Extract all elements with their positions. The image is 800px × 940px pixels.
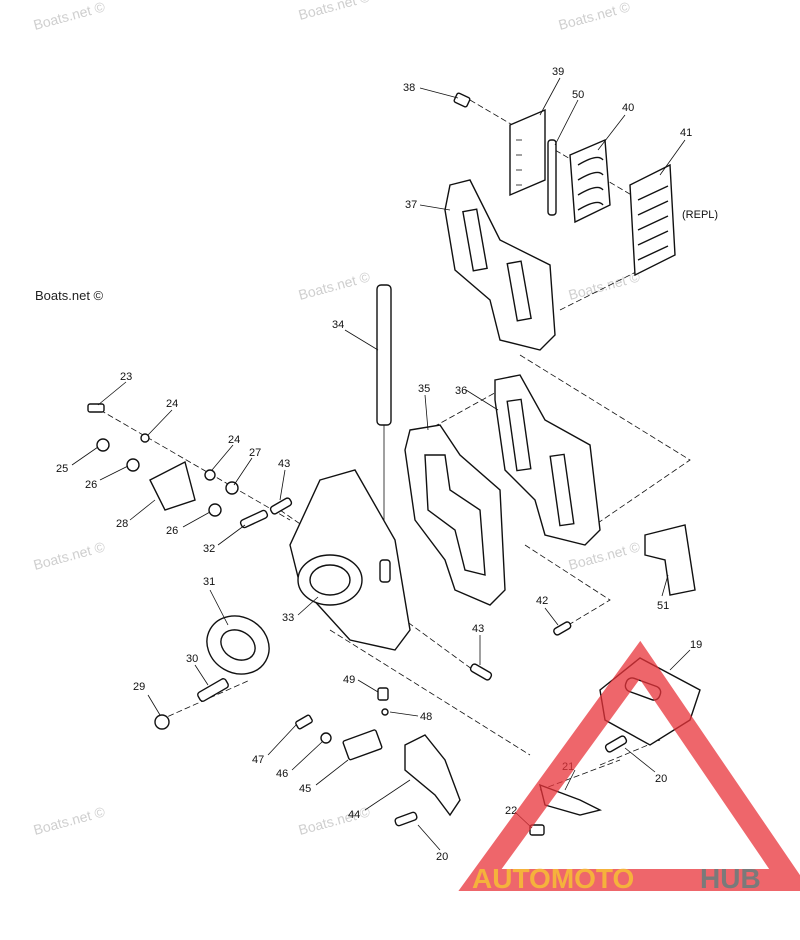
part-43-screw [469,663,493,681]
callout-47: 47 [252,754,264,766]
watermark: Boats.net © [32,538,108,573]
callout-31: 31 [203,576,215,588]
part-51-plate [644,524,696,596]
part-48-washer [381,708,389,716]
part-39-reed-stop [509,108,546,197]
callout-32: 32 [203,543,215,555]
part-36-gasket [494,374,601,546]
part-42-screw [553,621,572,636]
watermark-dark: Boats.net © [35,288,104,303]
callout-48: 48 [420,711,432,723]
part-31-gasket [206,615,270,675]
callout-34: 34 [332,319,344,331]
part-49-screw [377,687,389,701]
callout-33: 33 [282,612,294,624]
part-37-gasket [444,179,556,351]
callout-44: 44 [348,809,360,821]
repl-note: (REPL) [682,209,718,221]
part-23-28-linkage [87,403,239,517]
part-47-screw [295,714,313,730]
callout-27: 27 [249,447,261,459]
callout-24: 24 [228,434,240,446]
part-29-nut [154,714,170,730]
brand-text-1: AUTOMOTO [472,863,634,894]
part-33-manifold [289,469,411,651]
part-41-reed-block [629,163,676,277]
callout-20: 20 [436,851,448,863]
callout-41: 41 [680,127,692,139]
callout-45: 45 [299,783,311,795]
watermark: Boats.net © [567,268,643,303]
part-45-switch [342,729,383,761]
warning-triangle-icon [458,640,800,891]
watermark: Boats.net © [557,0,633,33]
part-44-lever [404,734,461,817]
callout-37: 37 [405,199,417,211]
part-50-strip [547,139,557,216]
callout-51: 51 [657,600,669,612]
part-38-screw [453,92,471,108]
part-43-screw [269,497,293,515]
callout-43: 43 [278,458,290,470]
callout-35: 35 [418,383,430,395]
watermark: Boats.net © [297,803,373,838]
watermark: Boats.net © [32,0,108,33]
part-35-gasket [404,424,506,606]
watermarks: Boats.net © Boats.net © Boats.net © Boat… [32,0,643,838]
callout-39: 39 [552,66,564,78]
callout-25: 25 [56,463,68,475]
brand-logo: AUTOMOTO HUB [458,640,800,894]
callout-24: 24 [166,398,178,410]
callout-38: 38 [403,82,415,94]
part-46-washer [320,732,332,744]
callout-43: 43 [472,623,484,635]
part-40-reeds [569,138,611,224]
callout-49: 49 [343,674,355,686]
callout-40: 40 [622,102,634,114]
part-32-pin [239,509,269,529]
callout-19: 19 [690,639,702,651]
callout-30: 30 [186,653,198,665]
callout-50: 50 [572,89,584,101]
callout-20: 20 [655,773,667,785]
part-30-stud [197,678,229,702]
callout-23: 23 [120,371,132,383]
watermark: Boats.net © [32,803,108,838]
callout-28: 28 [116,518,128,530]
brand-text-2: HUB [700,863,761,894]
part-20-screw [394,811,418,827]
watermark: Boats.net © [297,0,373,23]
callout-26: 26 [85,479,97,491]
leader-lines [71,77,691,851]
callout-29: 29 [133,681,145,693]
part-22-screw [529,824,545,836]
callout-46: 46 [276,768,288,780]
callout-42: 42 [536,595,548,607]
callout-36: 36 [455,385,467,397]
callout-26: 26 [166,525,178,537]
callout-22: 22 [505,805,517,817]
watermark: Boats.net © [297,268,373,303]
part-20-screw [604,735,628,753]
callout-labels: 38 39 50 40 41 37 34 35 36 23 24 24 27 2… [56,66,718,863]
